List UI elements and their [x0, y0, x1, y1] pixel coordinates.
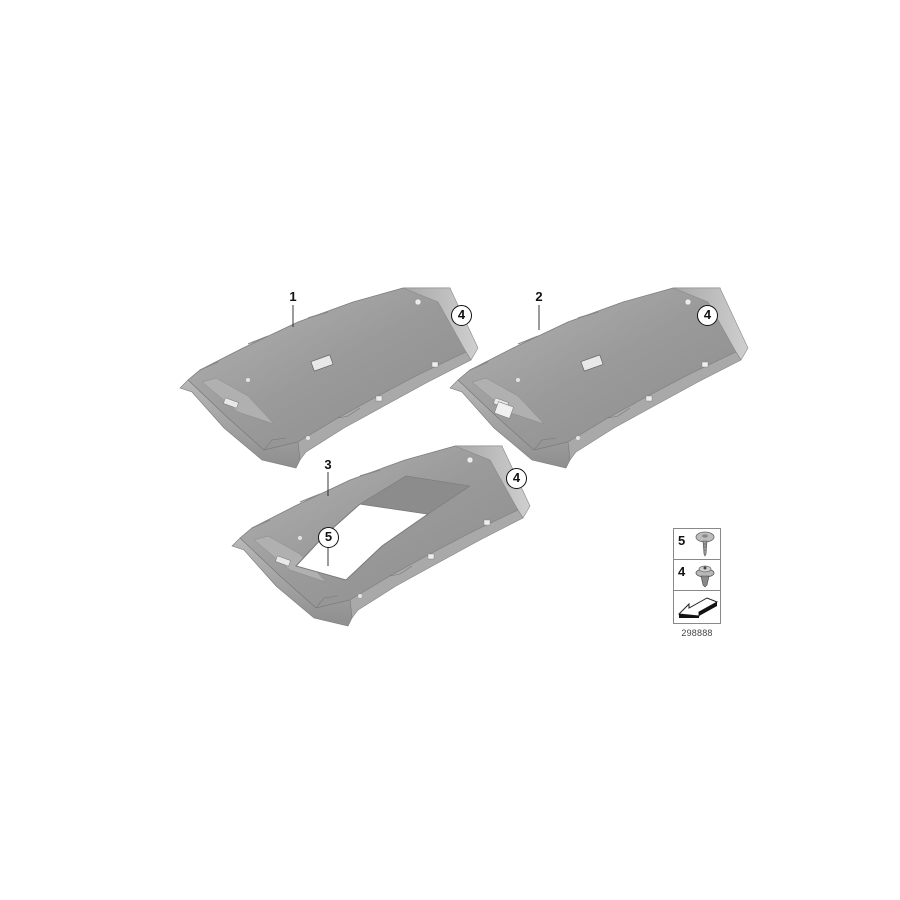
part-label-3: 3 [324, 457, 332, 472]
legend-item-4: 4 [674, 560, 720, 591]
fastener-legend: 5 4 [673, 528, 721, 624]
headliner-part-2 [449, 287, 749, 469]
headliner-part-1 [179, 287, 479, 469]
part-label-1: 1 [289, 289, 297, 304]
legend-number: 5 [678, 533, 686, 548]
headliner-part-3 [231, 445, 531, 627]
leader-lines [292, 305, 540, 566]
callout-4-part-1: 4 [451, 305, 472, 326]
part-label-2: 2 [535, 289, 543, 304]
legend-item-5: 5 [674, 529, 720, 560]
legend-number: 4 [678, 564, 686, 579]
diagram-id: 298888 [681, 628, 713, 638]
direction-arrow-icon [677, 597, 719, 618]
screw-rivet-icon [695, 531, 715, 557]
callout-4-part-2: 4 [697, 305, 718, 326]
legend-item-direction [674, 591, 720, 623]
callout-5-part-3: 5 [318, 527, 339, 548]
callout-4-part-3: 4 [506, 468, 527, 489]
expanding-clip-icon [695, 565, 715, 588]
